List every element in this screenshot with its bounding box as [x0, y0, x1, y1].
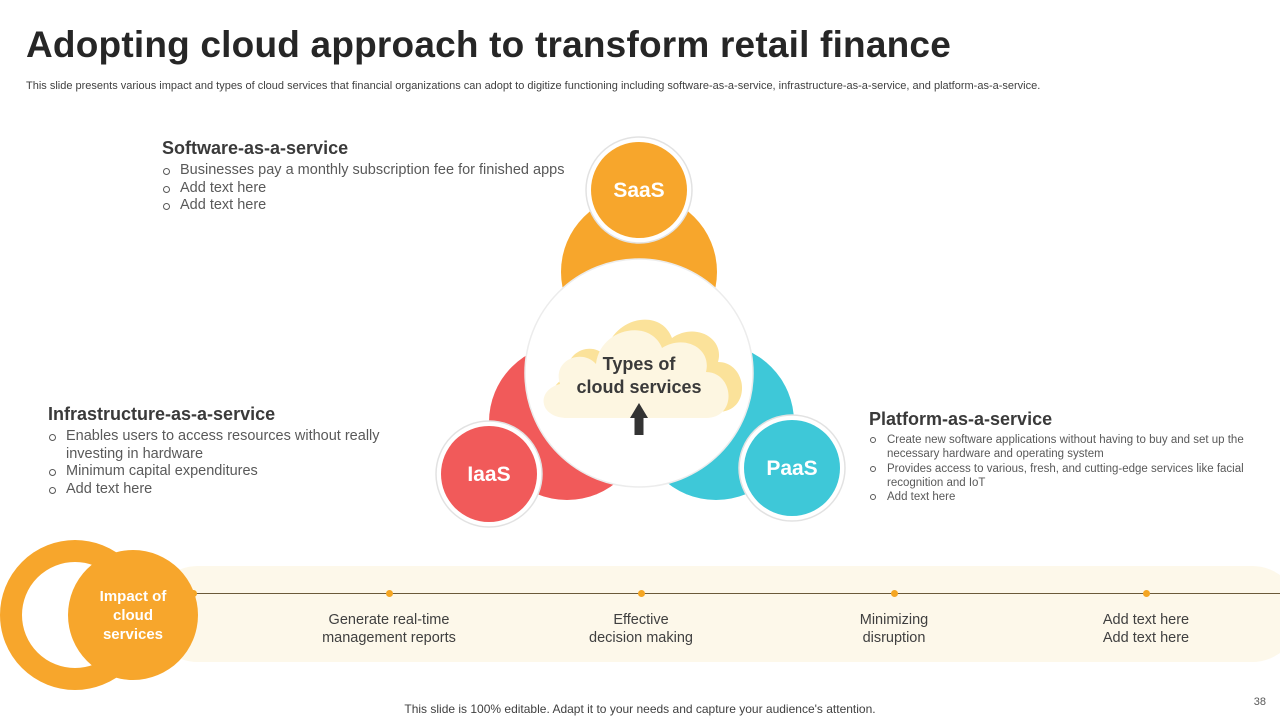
- paas-node-label: PaaS: [766, 457, 817, 480]
- impact-item-line2: disruption: [862, 630, 926, 646]
- impact-item-line1: Minimizing: [859, 612, 929, 628]
- impact-item-line1: Add text here: [1102, 612, 1190, 628]
- timeline-dot: [638, 590, 645, 597]
- saas-heading: Software-as-a-service: [162, 138, 349, 158]
- impact-item-line1: Generate real-time: [328, 612, 450, 628]
- saas-bullet-list: Businesses pay a monthly subscription fe…: [162, 162, 582, 215]
- saas-node: SaaS: [585, 136, 693, 244]
- impact-item-line2: management reports: [322, 630, 456, 646]
- iaas-node-disc: [441, 426, 537, 522]
- paas-bullet: Add text here: [869, 490, 1254, 504]
- slide-subtitle: This slide presents various impact and t…: [26, 80, 1041, 92]
- timeline-dot: [386, 590, 393, 597]
- footer-note: This slide is 100% editable. Adapt it to…: [404, 702, 876, 716]
- timeline-dot: [1143, 590, 1150, 597]
- saas-node-disc: [591, 142, 687, 238]
- impact-title: Impact of cloud services: [99, 587, 167, 643]
- paas-heading: Platform-as-a-service: [869, 409, 1053, 429]
- iaas-bullet-list: Enables users to access resources withou…: [48, 428, 398, 498]
- paas-description: Platform-as-a-service Create new softwar…: [869, 409, 1254, 504]
- page-number: 38: [1253, 696, 1266, 708]
- iaas-bullet: Enables users to access resources withou…: [48, 428, 398, 463]
- impact-item-line2: Add text here: [1102, 630, 1190, 646]
- iaas-description: Infrastructure-as-a-service Enables user…: [48, 404, 398, 498]
- impact-badge: Impact of cloud services: [68, 550, 198, 680]
- slide-title: Adopting cloud approach to transform ret…: [26, 24, 951, 65]
- saas-node-label: SaaS: [613, 179, 664, 202]
- iaas-bullet: Add text here: [48, 481, 398, 499]
- impact-item: Generate real-time management reports: [289, 611, 489, 647]
- iaas-node-label: IaaS: [467, 463, 510, 486]
- timeline-dot: [891, 590, 898, 597]
- paas-bullet-list: Create new software applications without…: [869, 433, 1254, 504]
- impact-item-line1: Effective: [613, 612, 669, 628]
- cloud-services-diagram: Types of cloud services SaaS IaaS PaaS: [435, 136, 846, 528]
- saas-description: Software-as-a-service Businesses pay a m…: [162, 138, 582, 215]
- impact-item: Minimizing disruption: [794, 611, 994, 647]
- up-arrow-icon: [630, 403, 648, 435]
- cloud-icon: [543, 319, 743, 418]
- saas-bullet: Add text here: [162, 197, 582, 215]
- impact-item: Add text here Add text here: [1046, 611, 1246, 647]
- impact-item: Effective decision making: [541, 611, 741, 647]
- paas-bullet: Create new software applications without…: [869, 433, 1254, 462]
- saas-bullet: Add text here: [162, 180, 582, 198]
- paas-node-disc: [744, 420, 840, 516]
- iaas-node: IaaS: [435, 420, 543, 528]
- saas-bullet: Businesses pay a monthly subscription fe…: [162, 162, 582, 180]
- paas-bullet: Provides access to various, fresh, and c…: [869, 462, 1254, 491]
- impact-timeline-line: [190, 593, 1280, 594]
- impact-item-line2: decision making: [589, 630, 693, 646]
- center-label-line1: Types of: [603, 354, 677, 374]
- impact-band: [150, 566, 1280, 662]
- iaas-heading: Infrastructure-as-a-service: [48, 404, 276, 424]
- paas-node: PaaS: [738, 414, 846, 522]
- iaas-bullet: Minimum capital expenditures: [48, 463, 398, 481]
- center-label-line2: cloud services: [576, 377, 701, 397]
